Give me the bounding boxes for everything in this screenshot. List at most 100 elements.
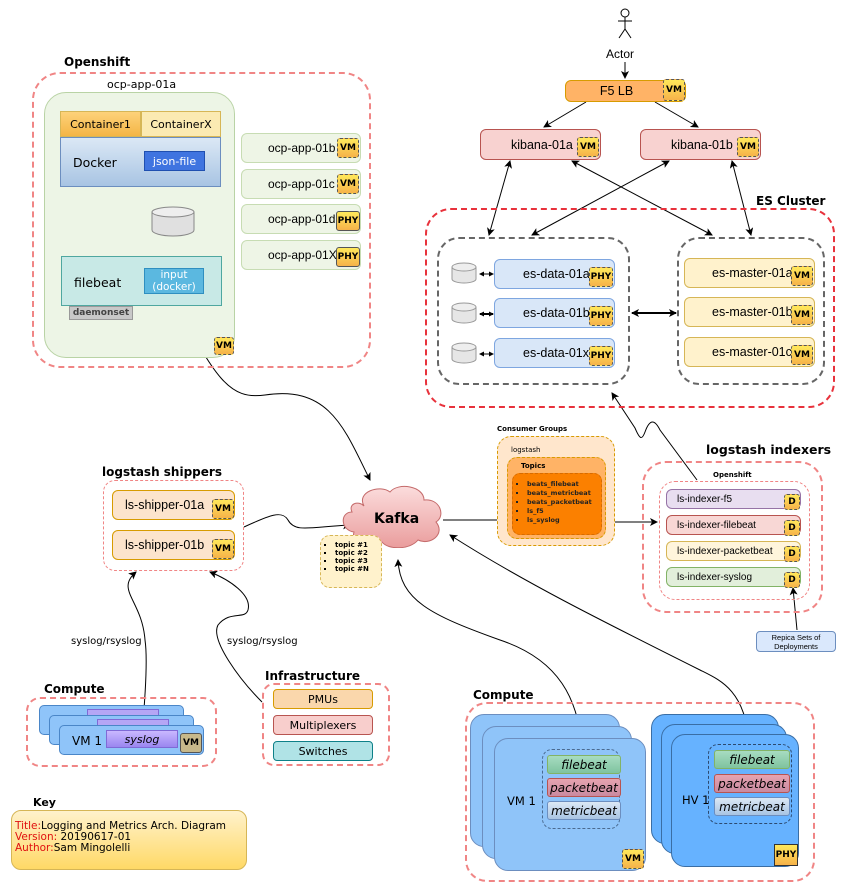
topic-item: beats_metricbeat <box>527 489 601 498</box>
openshift-title: Openshift <box>64 55 131 69</box>
topic-item: beats_packetbeat <box>527 498 601 507</box>
key-field: Version: <box>15 831 58 843</box>
topics-box: Topics beats_filebeat beats_metricbeat b… <box>507 457 606 539</box>
infrastructure-group <box>262 683 390 766</box>
consumer-group-logstash: logstash Topics beats_filebeat beats_met… <box>497 436 615 546</box>
topic-item: topic #N <box>335 565 381 573</box>
node-label: ocp-app-01X <box>268 248 337 262</box>
indexers-title: logstash indexers <box>706 442 832 457</box>
vm-badge: VM <box>212 499 234 519</box>
indexers-openshift-title: Openshift <box>713 471 752 479</box>
es-cluster-title: ES Cluster <box>756 194 826 208</box>
topic-item: ls_f5 <box>527 507 601 516</box>
key-row-title: Title:Logging and Metrics Arch. Diagram <box>15 821 246 832</box>
filebeat-box: filebeat input (docker) <box>61 256 222 306</box>
multiplexers-node[interactable]: Multiplexers <box>273 715 373 735</box>
es-master-01b-node[interactable]: es-master-01b VM <box>684 297 815 327</box>
vm-badge: VM <box>622 849 644 869</box>
ocp-app-01x-node[interactable]: ocp-app-01X PHY <box>241 240 361 270</box>
kibana-01b-node[interactable]: kibana-01b VM <box>640 129 761 160</box>
consumer-group-label: logstash <box>511 446 541 454</box>
key-row-version: Version: 20190617-01 <box>15 832 246 843</box>
vm-badge: VM <box>577 137 599 157</box>
key-field: Author: <box>15 842 54 854</box>
vm-label: VM 1 <box>72 734 103 748</box>
kibana-01a-node[interactable]: kibana-01a VM <box>480 129 601 160</box>
ocp-app-01b-node[interactable]: ocp-app-01b VM <box>241 133 361 163</box>
consumer-groups-title: Consumer Groups <box>497 425 568 433</box>
node-label: es-master-01a <box>712 266 793 280</box>
f5-lb-node[interactable]: F5 LB VM <box>565 79 686 102</box>
topics-list: beats_filebeat beats_metricbeat beats_pa… <box>512 473 602 535</box>
disk-icon <box>451 302 477 324</box>
topic-item: beats_filebeat <box>527 480 601 489</box>
key-field: Title: <box>15 820 42 832</box>
vm-1-node[interactable]: VM 1 filebeat packetbeat metricbeat VM <box>494 738 646 871</box>
kafka-cloud-icon <box>342 485 442 548</box>
es-data-01b-node[interactable]: es-data-01b PHY <box>494 298 615 328</box>
ocp-app-01d-node[interactable]: ocp-app-01d PHY <box>241 204 361 234</box>
node-label: es-data-01x <box>523 346 590 360</box>
ls-shipper-01a-node[interactable]: ls-shipper-01a VM <box>112 490 235 520</box>
ls-shipper-01b-node[interactable]: ls-shipper-01b VM <box>112 530 235 560</box>
key-row-author: Author:Sam Mingolelli <box>15 843 246 854</box>
metricbeat-box[interactable]: metricbeat <box>714 797 790 816</box>
node-label: ls-shipper-01a <box>125 498 205 512</box>
vm-1-node[interactable]: VM 1 syslog VM <box>59 725 204 755</box>
node-label: ls-shipper-01b <box>125 538 205 552</box>
disk-icon <box>451 342 477 364</box>
key-value: Logging and Metrics Arch. Diagram <box>41 820 227 832</box>
topic-item: topic #3 <box>335 557 381 565</box>
es-data-group <box>437 237 630 385</box>
edge-f5-kibana-b <box>654 101 699 128</box>
container1-tab[interactable]: Container1 <box>60 111 141 137</box>
vm-badge: VM <box>337 138 359 158</box>
compute-right-title: Compute <box>473 688 534 702</box>
metricbeat-box[interactable]: metricbeat <box>547 801 621 820</box>
vm-label: VM 1 <box>507 794 536 808</box>
es-master-01c-node[interactable]: es-master-01c VM <box>684 337 815 367</box>
hv-1-node[interactable]: HV 1 filebeat packetbeat metricbeat PHY <box>671 734 799 867</box>
phy-badge: PHY <box>336 247 360 267</box>
input-docker-box[interactable]: input (docker) <box>144 268 204 294</box>
vm-badge: VM <box>791 305 813 325</box>
json-file-box[interactable]: json-file <box>144 151 205 171</box>
es-data-01x-node[interactable]: es-data-01x PHY <box>494 338 615 368</box>
shippers-group <box>103 480 244 571</box>
topic-item: topic #2 <box>335 549 381 557</box>
actor-icon <box>618 8 632 39</box>
syslog-box[interactable]: syslog <box>106 730 178 748</box>
key-value: Sam Mingolelli <box>53 842 131 854</box>
vm-badge: VM <box>180 733 202 753</box>
switches-node[interactable]: Switches <box>273 741 373 761</box>
es-data-disks <box>451 262 494 364</box>
vm-badge: VM <box>337 174 359 194</box>
docker-box: Docker json-file <box>60 137 221 187</box>
node-label: ocp-app-01b <box>268 141 336 155</box>
es-master-01a-node[interactable]: es-master-01a VM <box>684 258 815 288</box>
pmus-node[interactable]: PMUs <box>273 689 373 709</box>
node-label: ls-indexer-filebeat <box>677 519 756 531</box>
es-cluster-group <box>425 208 835 408</box>
edge-f5-kibana-a <box>543 101 587 128</box>
deployment-badge: D <box>784 572 800 588</box>
openshift-group <box>32 72 371 368</box>
phy-badge: PHY <box>589 346 613 366</box>
containerx-tab[interactable]: ContainerX <box>141 111 221 137</box>
filebeat-box[interactable]: filebeat <box>714 750 790 769</box>
daemonset-tag: daemonset <box>69 306 133 320</box>
vm-badge: VM <box>791 266 813 286</box>
vm-badge: VM <box>214 337 234 355</box>
filebeat-box[interactable]: filebeat <box>547 755 621 774</box>
packetbeat-box[interactable]: packetbeat <box>547 778 621 797</box>
es-data-01a-node[interactable]: es-data-01a PHY <box>494 259 615 289</box>
beats-group <box>708 744 792 824</box>
packetbeat-box[interactable]: packetbeat <box>714 774 790 793</box>
ocp-app-01c-node[interactable]: ocp-app-01c VM <box>241 169 361 199</box>
node-label: ls-indexer-packetbeat <box>677 545 773 557</box>
node-label: es-data-01b <box>523 306 590 320</box>
